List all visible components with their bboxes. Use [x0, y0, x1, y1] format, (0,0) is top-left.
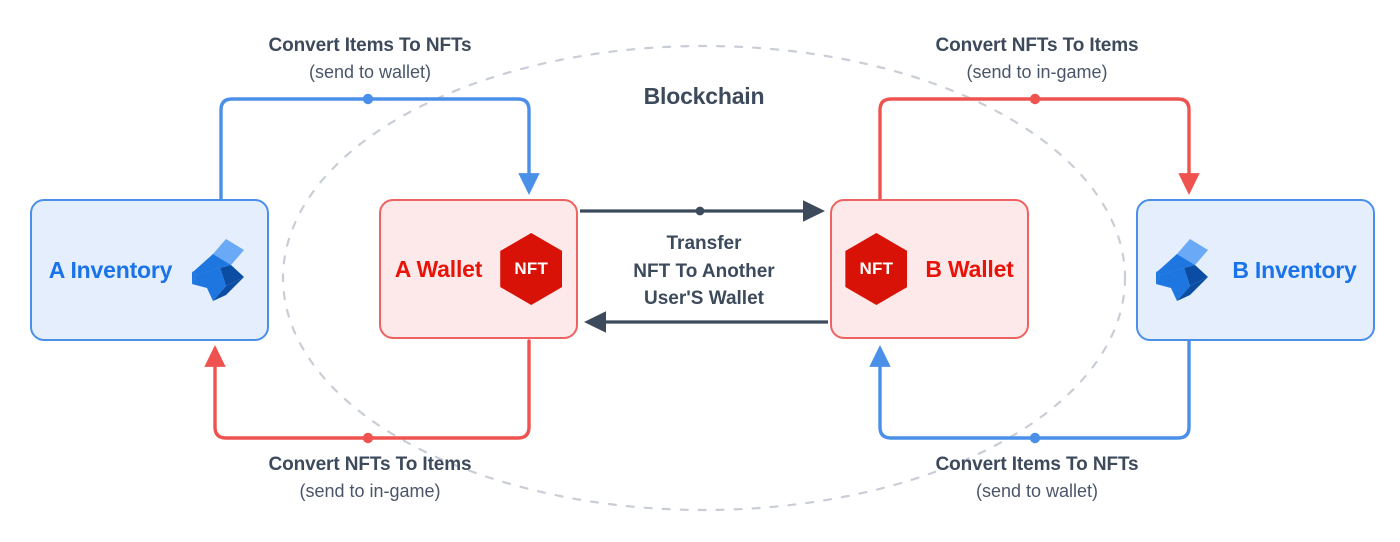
caption-top-right: Convert NFTs To Items (send to in-game): [817, 33, 1257, 85]
nft-hexagon-icon: NFT: [500, 233, 563, 305]
caption-top-left: Convert Items To NFTs (send to wallet): [150, 33, 590, 85]
blockchain-boundary-ellipse: [281, 44, 1127, 512]
inventory-bolt-icon: [192, 239, 245, 301]
node-a-inventory-label: A Inventory: [48, 256, 173, 283]
caption-top-left-subtitle: (send to wallet): [308, 62, 432, 83]
nft-hexagon-icon: NFT: [845, 233, 908, 305]
flow-b-inventory-to-b-wallet: [869, 339, 1191, 440]
transfer-caption: Transfer NFT To Another User'S Wallet: [579, 230, 829, 313]
node-a-wallet[interactable]: A Wallet NFT: [379, 199, 578, 339]
flow-a-inventory-to-a-wallet: [219, 97, 540, 201]
flow-midpoint-dot-bottom-right: [1029, 432, 1041, 444]
caption-bottom-right-title: Convert Items To NFTs: [935, 454, 1139, 475]
node-a-inventory[interactable]: A Inventory: [30, 199, 269, 341]
caption-bottom-right: Convert Items To NFTs (send to wallet): [817, 452, 1257, 504]
nft-badge-label: NFT: [514, 259, 549, 278]
flow-midpoint-dot-bottom-left: [362, 432, 374, 444]
caption-bottom-left-subtitle: (send to in-game): [299, 481, 441, 502]
flow-a-wallet-to-a-inventory: [204, 339, 531, 440]
node-a-wallet-label: A Wallet: [394, 255, 483, 282]
caption-bottom-right-subtitle: (send to wallet): [975, 481, 1099, 502]
caption-bottom-left-title: Convert NFTs To Items: [268, 454, 472, 475]
blockchain-title: Blockchain: [643, 83, 765, 109]
inventory-bolt-icon: [1156, 239, 1209, 301]
node-b-wallet-label: B Wallet: [925, 255, 1014, 282]
flow-midpoint-dot-top-right: [1029, 93, 1041, 105]
node-b-inventory[interactable]: B Inventory: [1136, 199, 1375, 341]
transfer-caption-line1: Transfer: [666, 233, 742, 254]
flow-b-wallet-to-b-inventory: [878, 97, 1200, 201]
transfer-midpoint-dot: [695, 206, 705, 216]
node-b-inventory-label: B Inventory: [1232, 256, 1357, 283]
caption-top-right-title: Convert NFTs To Items: [935, 35, 1139, 56]
caption-bottom-left: Convert NFTs To Items (send to in-game): [150, 452, 590, 504]
caption-top-right-subtitle: (send to in-game): [966, 62, 1108, 83]
transfer-caption-line2: NFT To Another: [633, 260, 775, 282]
node-b-wallet[interactable]: NFT B Wallet: [830, 199, 1029, 339]
nft-badge-label: NFT: [859, 259, 894, 278]
transfer-caption-line3: User'S Wallet: [644, 288, 764, 310]
caption-top-left-title: Convert Items To NFTs: [268, 35, 472, 56]
flow-midpoint-dot-top-left: [362, 93, 374, 105]
